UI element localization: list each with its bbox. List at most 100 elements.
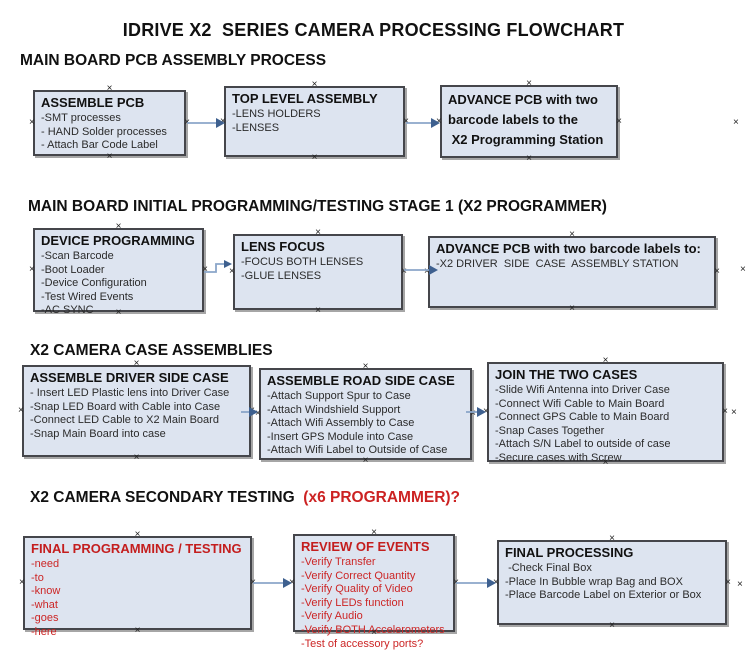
connection-anchor-icon[interactable]: × (401, 266, 407, 277)
connection-anchor-icon[interactable]: × (403, 115, 409, 127)
box-item: -Verify BOTH Accelerometers (301, 623, 445, 636)
connection-anchor-icon[interactable]: × (725, 576, 731, 588)
box-item-list: -LENS HOLDERS-LENSES (232, 108, 398, 135)
connection-anchor-icon[interactable]: × (134, 625, 141, 636)
connection-anchor-icon[interactable]: × (493, 576, 499, 588)
connection-anchor-icon[interactable]: × (569, 229, 575, 240)
box-item: -Boot Loader (41, 263, 105, 276)
connection-anchor-icon[interactable]: × (424, 266, 430, 277)
box-item: -Attach Wifi Label to Outside of Case (267, 444, 448, 457)
connection-anchor-icon[interactable]: × (18, 405, 24, 416)
box-item-list: -Scan Barcode-Boot Loader-Device Configu… (41, 250, 197, 318)
connection-anchor-icon[interactable]: × (362, 361, 369, 372)
connection-anchor-icon[interactable]: × (602, 355, 609, 366)
box-title: REVIEW OF EVENTS (301, 539, 430, 554)
flow-box-device-programming[interactable]: DEVICE PROGRAMMING -Scan Barcode-Boot Lo… (29, 222, 208, 318)
flow-box-final-processing[interactable]: FINAL PROCESSING -Check Final Box-Place … (493, 534, 731, 631)
connection-anchor-icon[interactable]: × (526, 78, 532, 89)
connection-anchor-icon[interactable]: × (202, 264, 208, 275)
connection-anchor-icon[interactable]: × (526, 153, 532, 164)
flow-box-top-level-assembly[interactable]: TOP LEVEL ASSEMBLY -LENS HOLDERS-LENSES … (220, 80, 409, 163)
box-item: -LENSES (232, 121, 280, 134)
box-item: -Place Barcode Label on Exterior or Box (505, 589, 702, 602)
connection-anchor-icon[interactable]: × (470, 408, 476, 419)
connection-anchor-icon[interactable]: × (602, 457, 609, 468)
box-title: ASSEMBLE DRIVER SIDE CASE (30, 370, 229, 385)
connection-anchor-icon[interactable]: × (315, 227, 321, 238)
connection-anchor-icon[interactable]: × (29, 264, 35, 275)
connection-anchor-icon[interactable]: × (436, 115, 442, 127)
box-item: -Connect Wifi Cable to Main Board (495, 397, 665, 410)
section-heading-initial-programming: MAIN BOARD INITIAL PROGRAMMING/TESTING S… (28, 198, 607, 215)
box-item: - Insert LED Plastic lens into Driver Ca… (30, 387, 230, 399)
connection-anchor-icon[interactable]: × (371, 527, 377, 538)
connection-anchor-icon[interactable]: × (740, 264, 746, 275)
box-item-list: -X2 DRIVER SIDE CASE ASSEMBLY STATION (436, 258, 709, 272)
connection-anchor-icon[interactable]: × (569, 303, 575, 314)
connection-anchor-icon[interactable]: × (134, 529, 141, 540)
box-item: -Snap LED Board with Cable into Case (30, 400, 221, 413)
box-title: ASSEMBLE ROAD SIDE CASE (267, 373, 455, 388)
connector-arrow[interactable] (404, 263, 438, 277)
box-item: -Test of accessory ports? (301, 637, 424, 650)
box-item: -LENS HOLDERS (232, 108, 321, 120)
connection-anchor-icon[interactable]: × (29, 117, 35, 128)
flow-box-final-programming-testing[interactable]: FINAL PROGRAMMING / TESTING -need-to-kno… (19, 530, 256, 638)
connection-anchor-icon[interactable]: × (731, 407, 737, 418)
connection-anchor-icon[interactable]: × (106, 151, 113, 162)
connection-anchor-icon[interactable]: × (229, 266, 235, 277)
flow-box-assemble-road-side-case[interactable]: ASSEMBLE ROAD SIDE CASE -Attach Support … (255, 362, 476, 466)
box-title: FINAL PROGRAMMING / TESTING (31, 541, 242, 556)
connection-anchor-icon[interactable]: × (220, 115, 226, 127)
connector-arrow[interactable] (456, 576, 496, 590)
connection-anchor-icon[interactable]: × (133, 452, 140, 463)
connector-arrow[interactable] (466, 405, 486, 419)
connector-arrow[interactable] (241, 405, 258, 419)
flow-box-assemble-pcb[interactable]: ASSEMBLE PCB -SMT processes- HAND Solder… (29, 84, 190, 162)
box-item: -Scan Barcode (41, 250, 114, 262)
connection-anchor-icon[interactable]: × (722, 406, 728, 417)
flow-box-review-of-events[interactable]: REVIEW OF EVENTS -Verify Transfer-Verify… (289, 528, 459, 650)
box-item-list: -SMT processes- HAND Solder processes- A… (41, 112, 179, 153)
connector-arrow[interactable] (253, 576, 292, 590)
box-item: -Test Wired Events (41, 290, 134, 303)
connection-anchor-icon[interactable]: × (115, 307, 122, 318)
connection-anchor-icon[interactable]: × (133, 358, 140, 369)
connection-anchor-icon[interactable]: × (311, 79, 318, 90)
box-item: -GLUE LENSES (241, 269, 322, 282)
box-item: -Attach Support Spur to Case (267, 390, 411, 402)
connection-anchor-icon[interactable]: × (115, 221, 122, 232)
connection-anchor-icon[interactable]: × (616, 115, 622, 127)
flow-box-lens-focus[interactable]: LENS FOCUS -FOCUS BOTH LENSES-GLUE LENSE… (229, 228, 407, 316)
connection-anchor-icon[interactable]: × (311, 152, 318, 163)
connection-anchor-icon[interactable]: × (362, 455, 369, 466)
connection-anchor-icon[interactable]: × (733, 117, 739, 128)
connection-anchor-icon[interactable]: × (609, 533, 615, 544)
connector-elbow-arrow[interactable] (204, 258, 233, 276)
connection-anchor-icon[interactable]: × (737, 579, 743, 590)
connector-arrow[interactable] (187, 116, 225, 130)
connection-anchor-icon[interactable]: × (609, 620, 615, 631)
box-item: -Snap Cases Together (495, 424, 605, 437)
connection-anchor-icon[interactable]: × (371, 627, 377, 638)
box-item: -SMT processes (41, 112, 121, 124)
box-item: -Check Final Box (505, 562, 592, 574)
box-item: -Attach Wifi Assembly to Case (267, 417, 415, 430)
connection-anchor-icon[interactable]: × (106, 83, 113, 94)
connection-anchor-icon[interactable]: × (19, 577, 25, 588)
connection-anchor-icon[interactable]: × (289, 577, 295, 588)
box-item: -Verify Audio (301, 610, 363, 623)
box-title: DEVICE PROGRAMMING (41, 233, 195, 248)
flow-box-advance-pcb-driver-side[interactable]: ADVANCE PCB with two barcode labels to: … (424, 230, 720, 314)
connection-anchor-icon[interactable]: × (255, 408, 261, 419)
connector-arrow[interactable] (406, 116, 440, 130)
flow-box-assemble-driver-side-case[interactable]: ASSEMBLE DRIVER SIDE CASE - Insert LED P… (18, 359, 255, 463)
connection-anchor-icon[interactable]: × (714, 266, 720, 277)
box-item: -Secure cases with Screw (495, 451, 622, 464)
flow-box-advance-pcb-programming-station[interactable]: ADVANCE PCB with two barcode labels to t… (436, 79, 622, 164)
flow-box-join-the-two-cases[interactable]: JOIN THE TWO CASES -Slide Wifi Antenna i… (483, 356, 728, 468)
connection-anchor-icon[interactable]: × (483, 406, 489, 417)
connection-anchor-icon[interactable]: × (315, 305, 321, 316)
box-item: -X2 DRIVER SIDE CASE ASSEMBLY STATION (436, 258, 679, 270)
